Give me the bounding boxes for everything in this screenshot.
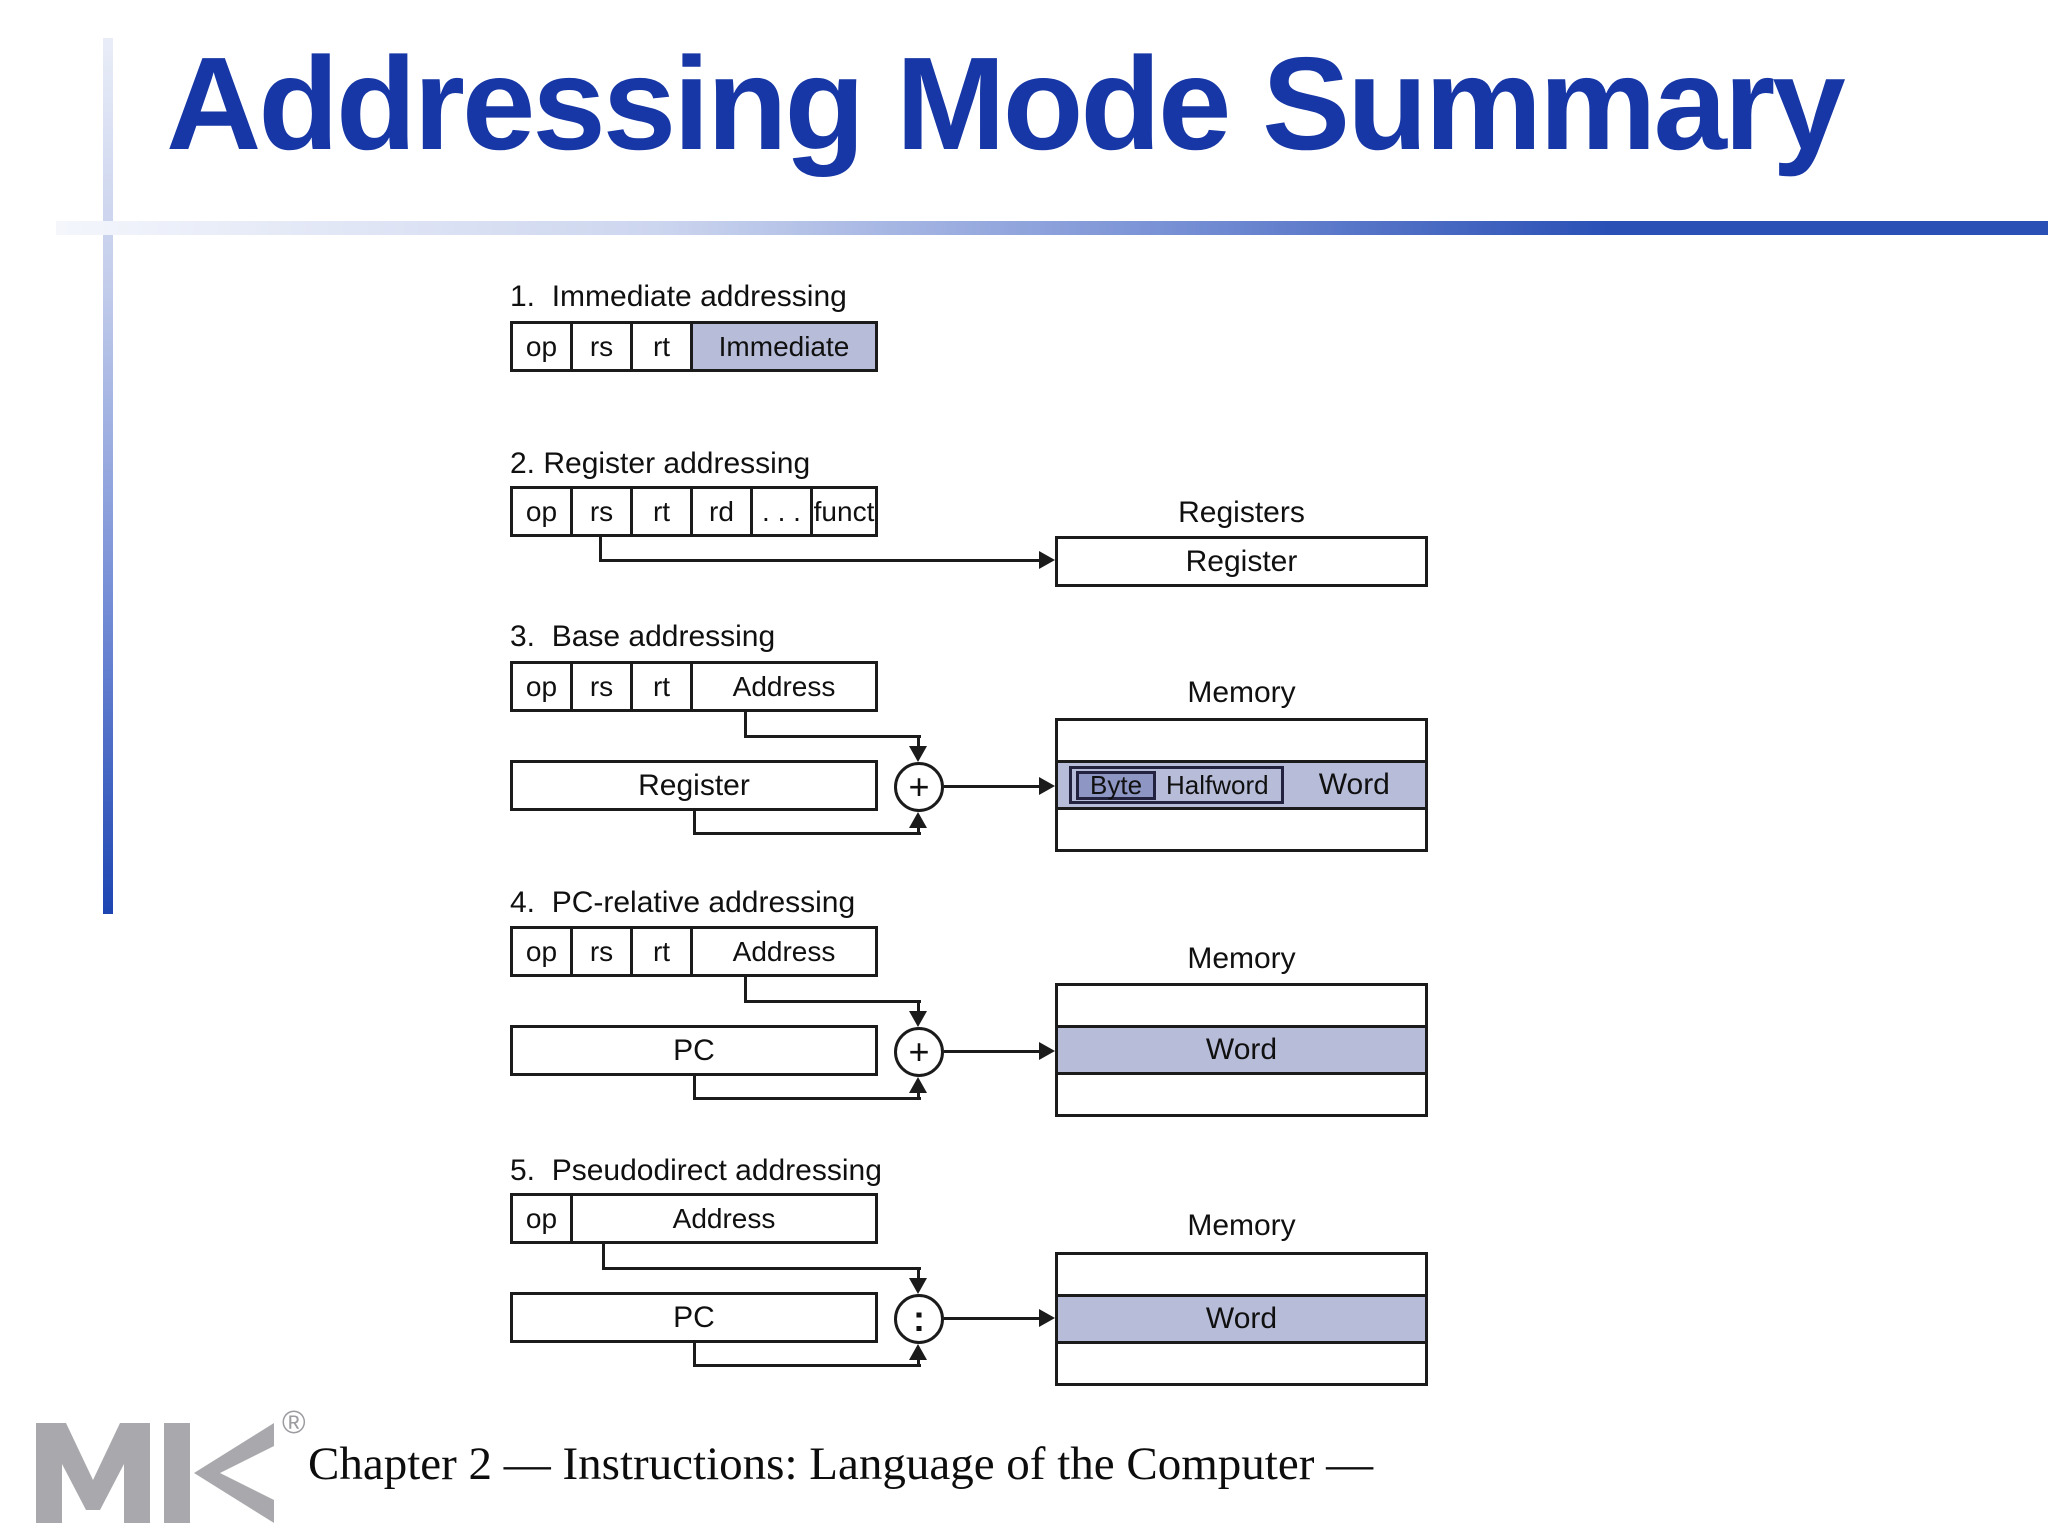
immediate-label: 1. Immediate addressing	[510, 280, 847, 313]
connector-line	[944, 1317, 1041, 1320]
concatenate-operator: :	[894, 1294, 944, 1344]
connector-line	[917, 735, 920, 749]
field-rs: rs	[573, 489, 633, 534]
register-target-box: Register	[1055, 536, 1428, 587]
memory-box-base: Byte Halfword Word	[1055, 718, 1428, 852]
register-label: 2. Register addressing	[510, 447, 811, 480]
memory-title: Memory	[1187, 676, 1296, 709]
registers-title: Registers	[1178, 496, 1305, 529]
connector-line	[744, 735, 921, 738]
connector-line	[944, 1050, 1041, 1053]
pseudodirect-instruction-row: op Address	[510, 1193, 878, 1244]
connector-line	[693, 1364, 921, 1367]
memory-row	[1058, 1255, 1425, 1294]
connector-line	[744, 1000, 921, 1003]
connector-line	[917, 1267, 920, 1281]
plus-operator: +	[894, 762, 944, 812]
connector-line	[602, 1267, 921, 1270]
arrow-down-icon	[909, 1011, 927, 1027]
memory-row	[1058, 1344, 1425, 1383]
word-text: Word	[1205, 1033, 1278, 1066]
arrow-up-icon	[909, 812, 927, 828]
arrow-down-icon	[909, 1278, 927, 1294]
word-text: Word	[1205, 1302, 1278, 1335]
connector-line	[944, 785, 1041, 788]
field-rd: rd	[693, 489, 753, 534]
connector-line	[744, 977, 747, 1003]
connector-line	[917, 1093, 920, 1100]
field-rs: rs	[573, 324, 633, 369]
field-rt: rt	[633, 324, 693, 369]
pseudodirect-label: 5. Pseudodirect addressing	[510, 1154, 882, 1187]
connector-line	[917, 828, 920, 835]
field-rs: rs	[573, 929, 633, 974]
arrow-down-icon	[909, 746, 927, 762]
footer-chapter-text: Chapter 2 — Instructions: Language of th…	[308, 1438, 1374, 1490]
arrow-right-icon	[1039, 1309, 1055, 1327]
pc-box: PC	[510, 1025, 878, 1076]
registered-trademark-icon: ®	[282, 1404, 306, 1440]
connector-line	[599, 537, 602, 562]
arrow-right-icon	[1039, 551, 1055, 569]
arrow-right-icon	[1039, 1042, 1055, 1060]
title-underline	[56, 221, 2048, 235]
base-register-box: Register	[510, 760, 878, 811]
connector-line	[599, 559, 1041, 562]
arrow-up-icon	[909, 1344, 927, 1360]
arrow-up-icon	[909, 1077, 927, 1093]
register-instruction-row: op rs rt rd . . . funct	[510, 486, 878, 537]
field-op: op	[513, 324, 573, 369]
field-ellipsis: . . .	[753, 489, 813, 534]
pc-box: PC	[510, 1292, 878, 1343]
field-rt: rt	[633, 664, 693, 709]
field-address: Address	[672, 1202, 776, 1234]
connector-line	[917, 1000, 920, 1014]
field-op: op	[513, 489, 573, 534]
connector-line	[744, 712, 747, 738]
field-rt: rt	[633, 929, 693, 974]
pc-relative-instruction-row: op rs rt Address	[510, 926, 878, 977]
connector-line	[693, 1076, 696, 1100]
field-address: Address	[732, 670, 836, 702]
memory-box-pc-relative: Word	[1055, 983, 1428, 1117]
connector-line	[693, 1097, 921, 1100]
field-immediate: Immediate	[693, 324, 875, 369]
word-text: Word	[1318, 768, 1390, 801]
connector-line	[693, 811, 696, 835]
memory-title: Memory	[1187, 942, 1296, 975]
field-op: op	[513, 929, 573, 974]
memory-box-pseudodirect: Word	[1055, 1252, 1428, 1386]
field-rs: rs	[573, 664, 633, 709]
arrow-right-icon	[1039, 777, 1055, 795]
page-title: Addressing Mode Summary	[166, 30, 1846, 177]
memory-row	[1058, 810, 1425, 849]
pc-relative-label: 4. PC-relative addressing	[510, 886, 856, 919]
halfword-box: Byte Halfword	[1069, 766, 1284, 804]
memory-row-highlight: Byte Halfword Word	[1058, 760, 1425, 810]
connector-line	[693, 1343, 696, 1367]
memory-row	[1058, 986, 1425, 1025]
memory-row-highlight: Word	[1058, 1025, 1425, 1075]
connector-line	[917, 1360, 920, 1367]
base-label: 3. Base addressing	[510, 620, 776, 653]
field-op: op	[513, 1196, 573, 1241]
field-rt: rt	[633, 489, 693, 534]
left-accent-bar	[103, 38, 113, 914]
halfword-text: Halfword	[1166, 769, 1269, 800]
immediate-instruction-row: op rs rt Immediate	[510, 321, 878, 372]
base-instruction-row: op rs rt Address	[510, 661, 878, 712]
byte-box: Byte	[1076, 770, 1157, 800]
memory-title: Memory	[1187, 1209, 1296, 1242]
memory-row	[1058, 721, 1425, 760]
plus-operator: +	[894, 1027, 944, 1077]
field-op: op	[513, 664, 573, 709]
field-address: Address	[732, 935, 836, 967]
connector-line	[602, 1244, 605, 1270]
field-funct: funct	[813, 495, 875, 527]
memory-row	[1058, 1075, 1425, 1114]
connector-line	[693, 832, 921, 835]
mk-publisher-logo	[36, 1423, 274, 1523]
memory-row-highlight: Word	[1058, 1294, 1425, 1344]
